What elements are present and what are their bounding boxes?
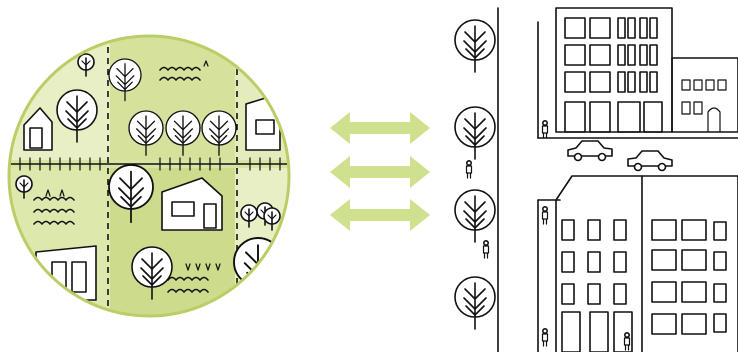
tree-icon <box>233 237 283 302</box>
pedestrian-icon <box>482 240 490 259</box>
pedestrian-icon <box>541 120 549 139</box>
house-icon <box>245 95 281 151</box>
double-arrow-icon <box>330 156 430 188</box>
pedestrian-icon <box>541 327 549 347</box>
street-tree-icon <box>454 276 496 330</box>
street-tree-icon <box>454 189 496 243</box>
small-building-icon <box>671 57 738 133</box>
car-icon <box>627 150 673 172</box>
street-tree-icon <box>454 19 496 73</box>
car-icon <box>567 140 613 162</box>
arrows <box>330 112 430 231</box>
pedestrian-icon <box>541 206 549 225</box>
pedestrian-icon <box>465 160 473 179</box>
house-icon <box>161 177 223 231</box>
street-tree-icon <box>454 106 496 160</box>
office-building-icon <box>555 7 673 133</box>
rural-circle <box>7 34 291 318</box>
house-icon <box>35 245 97 301</box>
double-arrow-icon <box>330 199 430 231</box>
apartment-building-icon <box>555 175 738 352</box>
house-icon <box>23 107 53 151</box>
urban-scene <box>454 7 738 352</box>
pedestrian-icon <box>623 331 631 351</box>
double-arrow-icon <box>330 112 430 144</box>
